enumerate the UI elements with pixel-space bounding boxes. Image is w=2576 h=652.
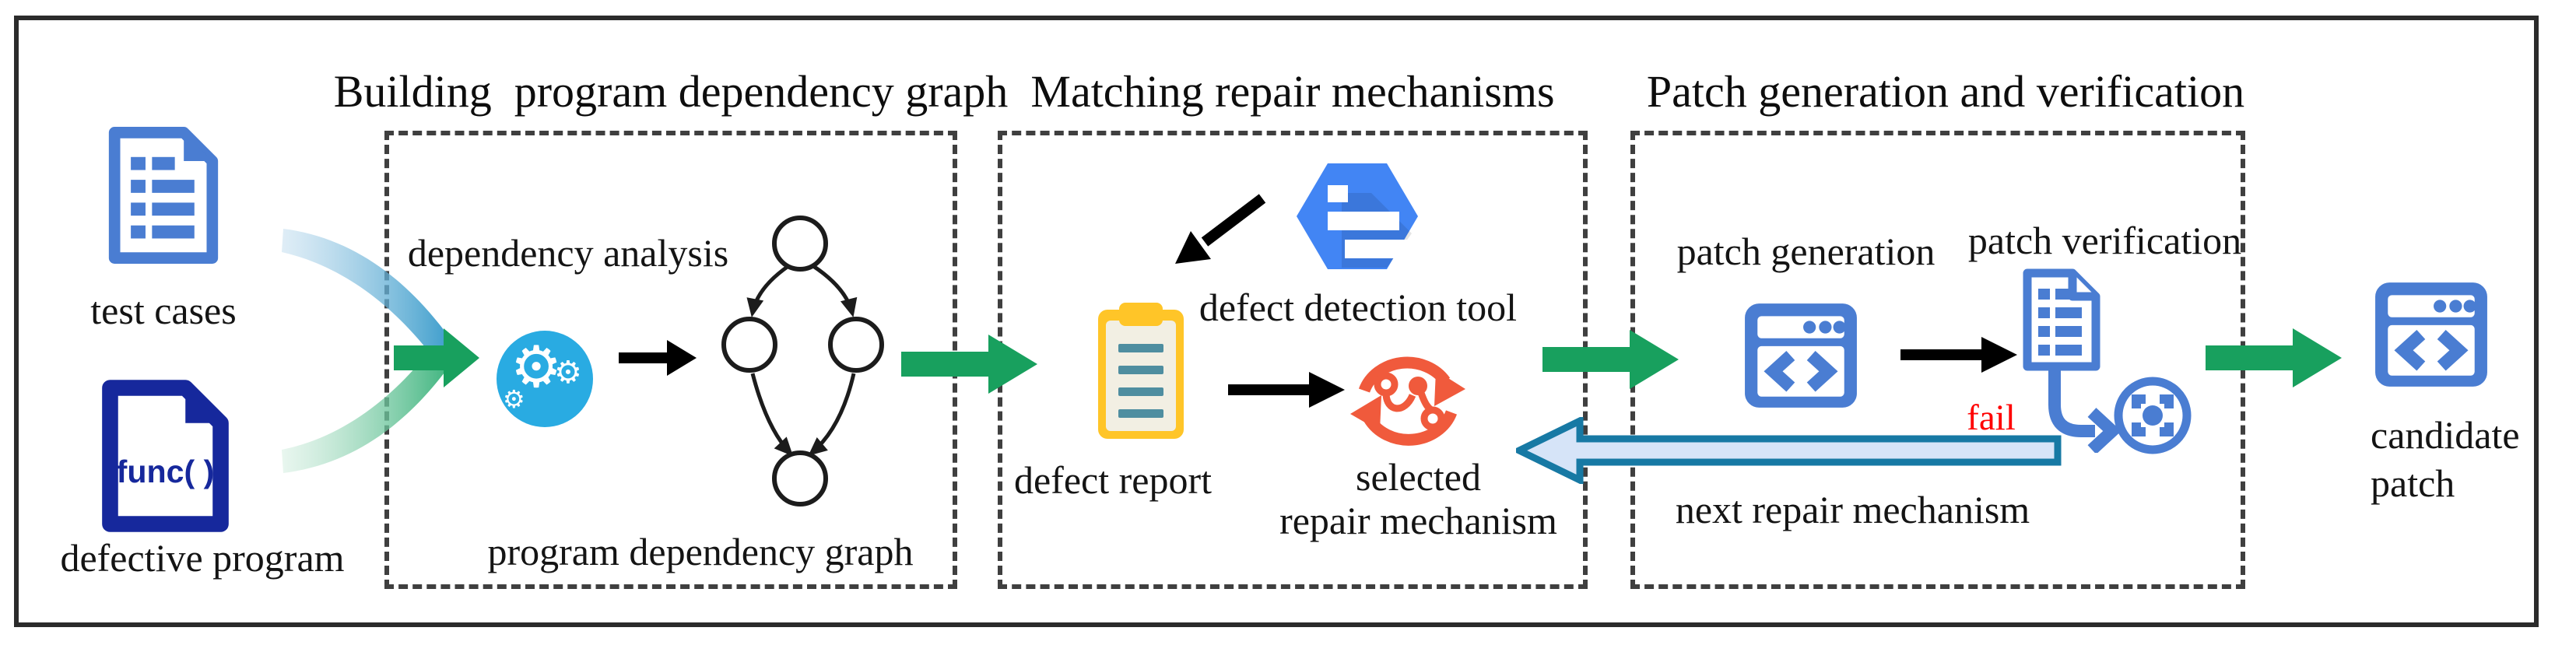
black-arrow: [619, 340, 697, 376]
black-arrow: [1900, 337, 2017, 373]
patch-verification-document-icon: [2023, 268, 2100, 371]
next-repair-mechanism-label: next repair mechanism: [1675, 488, 2030, 531]
green-flow-arrow: [901, 335, 1037, 394]
next-repair-back-arrow: [1516, 417, 2062, 484]
candidate-patch-window-icon: [2375, 282, 2487, 387]
defective-program-icon: func( ): [102, 380, 229, 532]
test-cases-document-icon: [108, 127, 219, 264]
defective-program-label: defective program: [60, 536, 345, 580]
selected-repair-label-line1: selected: [1355, 455, 1481, 499]
selected-repair-mechanism-icon: [1350, 356, 1465, 446]
section-title-patching: Patch generation and verification: [1646, 66, 2245, 117]
test-cases-label: test cases: [90, 289, 237, 332]
gear-icon: ⚙: [511, 334, 563, 401]
fail-label: fail: [1967, 398, 2016, 438]
gear-icon: ⚙: [554, 355, 582, 391]
candidate-patch-label-line1: candidate: [2371, 413, 2520, 457]
green-flow-arrow: [1542, 330, 1679, 389]
section-title-building: Building program dependency graph: [333, 66, 1009, 117]
elbow-arrow-icon: [2048, 366, 2122, 453]
defect-report-label: defect report: [1013, 458, 1212, 502]
defect-detection-tool-icon: [1297, 163, 1418, 269]
black-arrow: [1228, 372, 1345, 408]
defect-report-clipboard-icon: [1098, 303, 1184, 439]
patch-generation-window-icon: [1745, 303, 1857, 408]
section-title-matching: Matching repair mechanisms: [1030, 66, 1555, 117]
outer-border: [14, 16, 2539, 627]
patch-verification-label: patch verification: [1967, 219, 2242, 262]
selected-repair-label-line2: repair mechanism: [1279, 499, 1557, 542]
run-check-target-icon: [2114, 377, 2192, 454]
patch-generation-label: patch generation: [1676, 230, 1936, 273]
green-flow-arrow: [2206, 328, 2342, 387]
converging-input-arrows-icon: [282, 229, 479, 473]
svg-text:func( ): func( ): [117, 454, 215, 489]
dependency-analysis-gears-icon: ⚙ ⚙ ⚙: [497, 331, 593, 427]
defect-detection-tool-label: defect detection tool: [1199, 286, 1518, 329]
program-dependency-graph-label: program dependency graph: [487, 530, 914, 573]
clipboard-clip: [1119, 303, 1163, 326]
candidate-patch-label-line2: patch: [2371, 461, 2455, 505]
gear-icon: ⚙: [503, 384, 525, 414]
dependency-analysis-label: dependency analysis: [407, 231, 729, 275]
diagonal-black-arrow: [1175, 194, 1266, 264]
program-dependency-graph-icon: [721, 216, 884, 507]
